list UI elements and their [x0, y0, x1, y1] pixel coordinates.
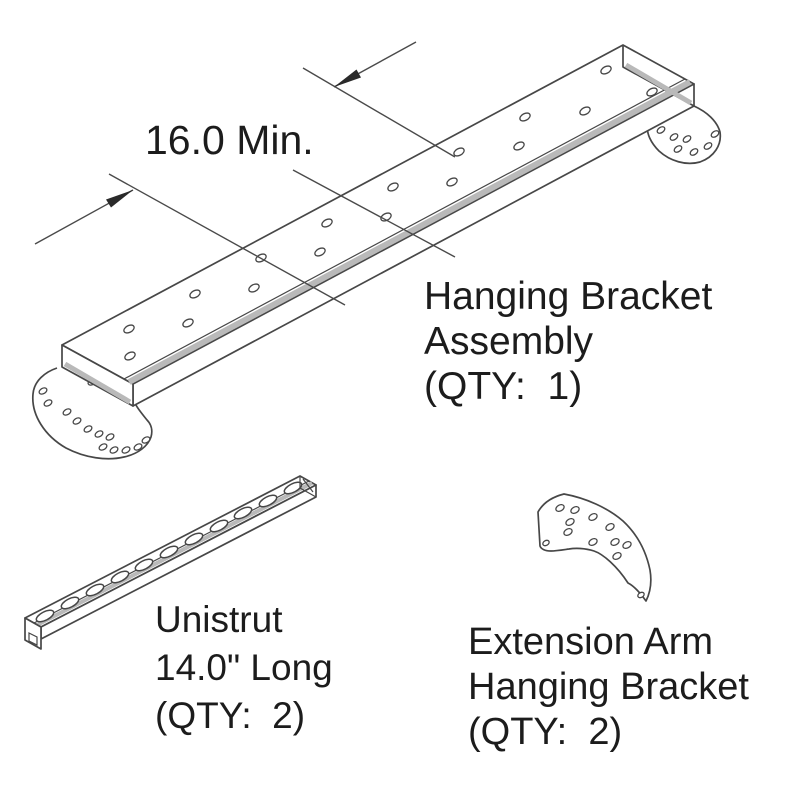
assembly-label-line1: Hanging Bracket — [424, 275, 712, 318]
extension-bracket-plate — [537, 493, 652, 602]
dimension-label: 16.0 Min. — [145, 117, 314, 163]
unistrut-far-end-detail — [299, 476, 317, 498]
bar-left-end-shade — [63, 361, 132, 405]
extension-arm-bracket-part — [537, 493, 652, 602]
unistrut-channel-opening — [28, 632, 38, 646]
unistrut-label-qty: (QTY: 2) — [155, 695, 305, 736]
extension-label-qty: (QTY: 2) — [468, 711, 622, 753]
bracket-bar — [61, 44, 695, 407]
unistrut-label-line1: Unistrut — [155, 599, 283, 640]
extension-label-line1: Extension Arm — [468, 621, 713, 663]
extension-line-left — [108, 173, 346, 306]
bar-mounting-holes — [123, 65, 658, 361]
extension-label: Extension Arm Hanging Bracket (QTY: 2) — [468, 621, 749, 753]
unistrut-part — [24, 475, 317, 650]
assembly-label: Hanging Bracket Assembly (QTY: 1) — [424, 275, 712, 408]
dimension-arrow-left — [34, 189, 134, 245]
bar-bend-line — [123, 78, 686, 380]
dimension-arrow-right — [333, 41, 417, 88]
extension-label-line2: Hanging Bracket — [468, 666, 749, 708]
dimension-callout: 16.0 Min. — [34, 41, 456, 306]
right-bracket-holes — [656, 126, 720, 156]
extension-line-middle — [292, 169, 456, 258]
left-bracket-plate — [32, 367, 153, 460]
unistrut-label-line2: 14.0" Long — [155, 647, 333, 688]
assembly-label-line2: Assembly — [424, 320, 594, 363]
unistrut-label: Unistrut 14.0" Long (QTY: 2) — [155, 599, 333, 736]
assembly-label-qty: (QTY: 1) — [424, 365, 582, 408]
bar-right-end-shade — [624, 62, 693, 106]
hanging-bracket-assembly — [32, 44, 722, 460]
extension-bracket-holes — [542, 503, 645, 599]
bar-top-face — [61, 44, 695, 385]
unistrut-slots — [35, 481, 303, 623]
extension-line-right — [302, 67, 456, 158]
